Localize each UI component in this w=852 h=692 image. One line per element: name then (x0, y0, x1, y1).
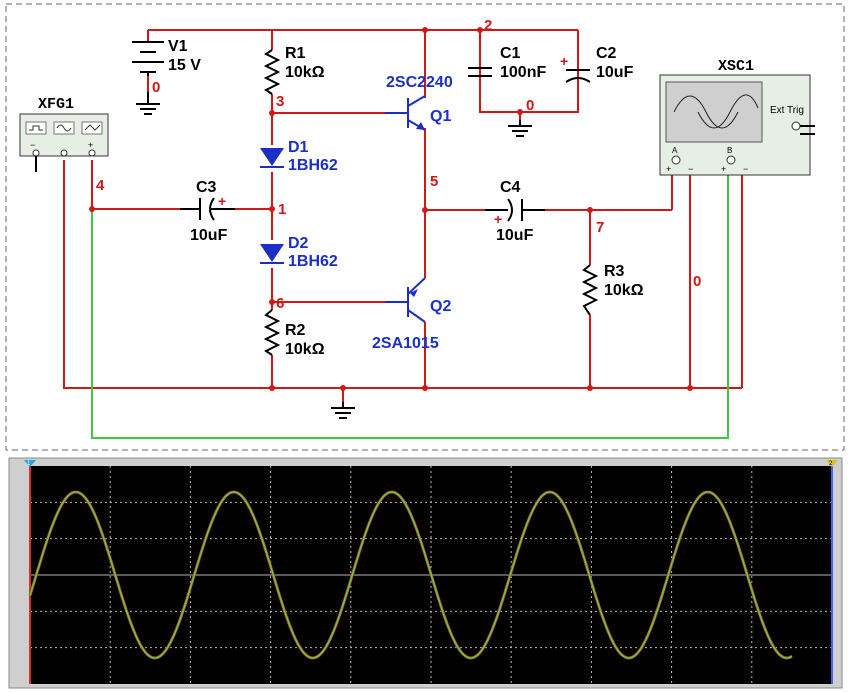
c3-value: 10uF (190, 227, 228, 244)
d2-name: D2 (288, 235, 309, 252)
q2-value: 2SA1015 (372, 335, 439, 352)
cursor-1-marker[interactable] (24, 460, 36, 467)
channel-b-label: B (727, 146, 732, 155)
ext-trig-label: Ext Trig (770, 105, 804, 116)
xsc1-name: XSC1 (718, 58, 754, 75)
r1-value: 10kΩ (285, 64, 325, 81)
xfg1-name: XFG1 (38, 96, 74, 113)
c2-name: C2 (596, 45, 617, 62)
cursor-2-marker[interactable] (826, 460, 838, 467)
node-0-label: 0 (693, 273, 701, 290)
c4-value: 10uF (496, 227, 534, 244)
svg-text:+: + (666, 164, 671, 174)
transistor-q2-symbol (385, 277, 426, 323)
diode-d1-symbol (260, 148, 284, 168)
junction-dots (89, 27, 693, 391)
resistor-r2-symbol (263, 309, 281, 356)
r2-name: R2 (285, 322, 306, 339)
circuit-wires (63, 29, 743, 402)
oscilloscope-display: 1 2 (0, 456, 852, 692)
ext-trig-terminal (791, 121, 801, 131)
node-3-label: 3 (276, 93, 284, 110)
d2-value: 1BH62 (288, 253, 338, 270)
svg-text:−: − (30, 140, 35, 150)
v1-value: 15 V (168, 57, 201, 74)
c1-name: C1 (500, 45, 521, 62)
d1-name: D1 (288, 139, 309, 156)
node-6-label: 6 (276, 295, 284, 312)
scope-screen-icon (665, 81, 763, 143)
probe-b-wire (91, 160, 729, 439)
q1-name: Q1 (430, 108, 451, 125)
resistor-r3-symbol (581, 264, 599, 316)
ground-icon (331, 402, 355, 419)
circuit-schematic: + + + − (5, 3, 845, 451)
resistor-r1-symbol (263, 49, 281, 95)
capacitor-c1-symbol (468, 67, 492, 77)
ground-icon (508, 120, 532, 137)
r3-value: 10kΩ (604, 282, 644, 299)
diode-d2-symbol (260, 244, 284, 264)
q1-value: 2SC2240 (386, 74, 453, 91)
svg-text:−: − (688, 164, 693, 174)
svg-text:+: + (88, 140, 93, 150)
c3-name: C3 (196, 179, 217, 196)
capacitor-c4-symbol: + (485, 198, 545, 227)
capacitor-c3-symbol: + (180, 193, 235, 221)
svg-text:+: + (218, 193, 226, 209)
r2-value: 10kΩ (285, 341, 325, 358)
channel-a-terminal (671, 155, 681, 165)
channel-a-label: A (672, 146, 678, 155)
svg-text:+: + (560, 53, 568, 69)
node-5-label: 5 (430, 173, 438, 190)
node-0-label: 0 (152, 79, 160, 96)
square-wave-icon (25, 121, 47, 135)
c4-name: C4 (500, 179, 521, 196)
cursor-1-marker-label: 1 (27, 461, 31, 467)
function-generator-xfg1[interactable]: − + (19, 113, 109, 172)
q2-name: Q2 (430, 298, 451, 315)
node-7-label: 7 (596, 219, 604, 236)
r1-name: R1 (285, 45, 306, 62)
svg-text:+: + (494, 211, 502, 227)
cursor-2-marker-label: 2 (829, 461, 833, 467)
node-1-label: 1 (278, 201, 286, 218)
capacitor-c2-symbol: + (560, 53, 591, 83)
ground-icon (136, 92, 160, 115)
svg-text:−: − (743, 164, 748, 174)
transistor-q1-symbol (385, 95, 426, 131)
triangle-wave-icon (81, 121, 103, 135)
c2-value: 10uF (596, 64, 634, 81)
c1-value: 100nF (500, 64, 546, 81)
svg-text:+: + (721, 164, 726, 174)
r3-name: R3 (604, 263, 625, 280)
v1-name: V1 (168, 38, 188, 55)
node-4-label: 4 (96, 177, 105, 194)
channel-b-trace (29, 491, 793, 659)
d1-value: 1BH62 (288, 157, 338, 174)
battery-v1-symbol (132, 41, 164, 76)
channel-b-terminal (726, 155, 736, 165)
oscilloscope-xsc1[interactable]: + − + − (659, 74, 815, 176)
node-2-label: 2 (484, 17, 492, 34)
node-0-label: 0 (526, 97, 534, 114)
